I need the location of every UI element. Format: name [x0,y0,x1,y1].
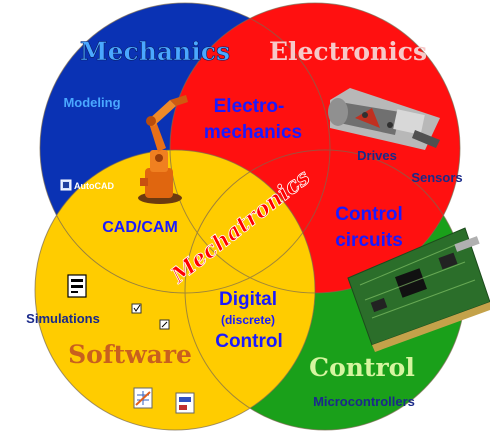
spreadsheet-icon [133,387,153,409]
circuit-board-image [347,227,490,352]
control-circuits-label-2: circuits [335,230,403,251]
checkbox-icon [131,303,142,314]
motor-image [328,88,440,150]
modeling-label: Modeling [63,95,120,110]
cad-cam-label: CAD/CAM [102,219,178,236]
electronics-title: Electronics [269,37,427,66]
control-title: Control [309,353,415,382]
mechanics-title: Mechanics [80,37,230,66]
autocad-badge: AutoCAD [60,179,114,191]
digital-control-label-1: Digital [219,289,277,310]
software-title: Software [68,340,192,369]
edit-icon [159,319,170,330]
simulations-label: Simulations [26,311,100,326]
document-icon [67,274,87,298]
digital-control-label-3: Control [215,331,283,352]
robot-arm-image [138,95,188,204]
sensors-label: Sensors [411,170,462,185]
report-icon [175,392,195,414]
electromechanics-label-1: Electro- [214,96,285,117]
electromechanics-label-2: mechanics [204,122,302,143]
digital-control-label-2: (discrete) [221,313,275,327]
software-control-overlap [185,150,315,430]
control-circuits-label-1: Control [335,204,403,225]
drives-label: Drives [357,148,397,163]
microcontrollers-label: Microcontrollers [313,394,415,409]
autocad-label: AutoCAD [74,181,114,191]
